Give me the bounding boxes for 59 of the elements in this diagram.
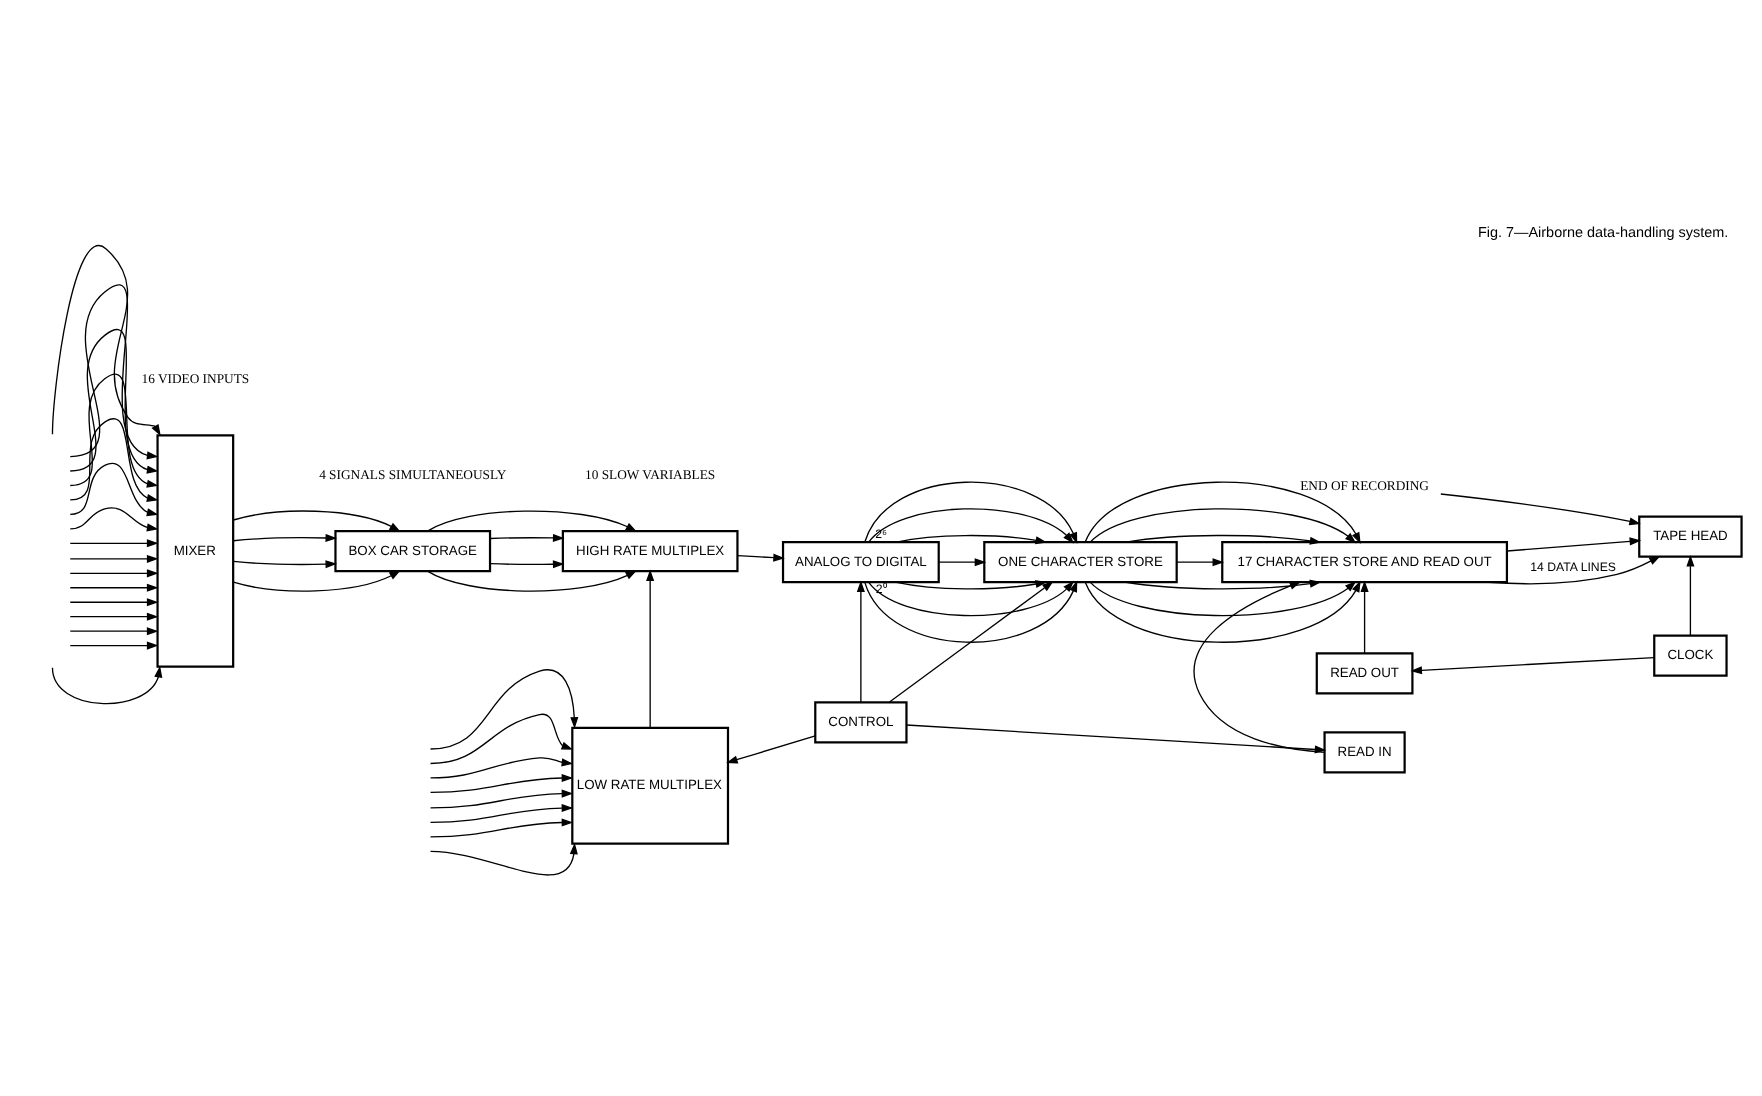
arrow: [428, 789, 573, 809]
arrow: [50, 665, 162, 705]
arrow: [894, 580, 1047, 590]
arrow: [50, 244, 160, 437]
arrow: [68, 284, 158, 460]
arrow: [894, 534, 1047, 545]
arrow: [645, 569, 654, 729]
arrow: [68, 612, 158, 621]
arrow: [904, 724, 1326, 754]
arrow: [1505, 537, 1641, 552]
arrow: [425, 510, 637, 532]
arrow: [1083, 580, 1360, 643]
arrow: [428, 713, 573, 765]
arrow: [68, 627, 158, 636]
arrow: [937, 558, 986, 567]
arrow: [488, 533, 564, 542]
arrow: [425, 570, 637, 592]
arrow: [428, 774, 573, 794]
arrow: [68, 539, 158, 548]
arrow: [68, 329, 158, 474]
arrow: [1124, 534, 1321, 545]
arrow: [68, 507, 158, 532]
arrow: [855, 580, 864, 703]
arrow: [1487, 555, 1660, 585]
arrow: [887, 581, 1053, 703]
arrow: [231, 560, 337, 569]
arrow: [1685, 555, 1694, 636]
arrow: [68, 598, 158, 607]
arrow: [1359, 580, 1368, 654]
arrow: [428, 669, 578, 750]
arrow: [1175, 558, 1224, 567]
arrow: [231, 533, 337, 543]
arrow: [68, 373, 158, 488]
arrow: [863, 481, 1077, 544]
arrow: [231, 570, 400, 592]
arrow: [1192, 581, 1325, 754]
arrow: [1088, 580, 1356, 617]
arrow: [735, 553, 784, 562]
arrow: [488, 560, 564, 569]
arrow: [867, 508, 1074, 544]
arrow: [863, 580, 1077, 643]
arrow: [428, 842, 577, 876]
arrow: [725, 735, 815, 764]
arrow: [428, 757, 573, 779]
arrow: [428, 804, 573, 824]
arrow: [68, 641, 158, 650]
arrow: [1088, 508, 1356, 544]
arrow: [1124, 579, 1321, 590]
arrow: [68, 583, 158, 592]
arrow: [231, 510, 400, 533]
arrow: [867, 580, 1074, 617]
arrow: [68, 462, 158, 517]
arrow: [68, 569, 158, 578]
arrow: [1439, 493, 1640, 526]
arrow: [428, 818, 573, 838]
arrow: [68, 418, 158, 502]
arrow: [1409, 656, 1654, 675]
arrow: [68, 554, 158, 563]
arrow: [1083, 481, 1360, 544]
